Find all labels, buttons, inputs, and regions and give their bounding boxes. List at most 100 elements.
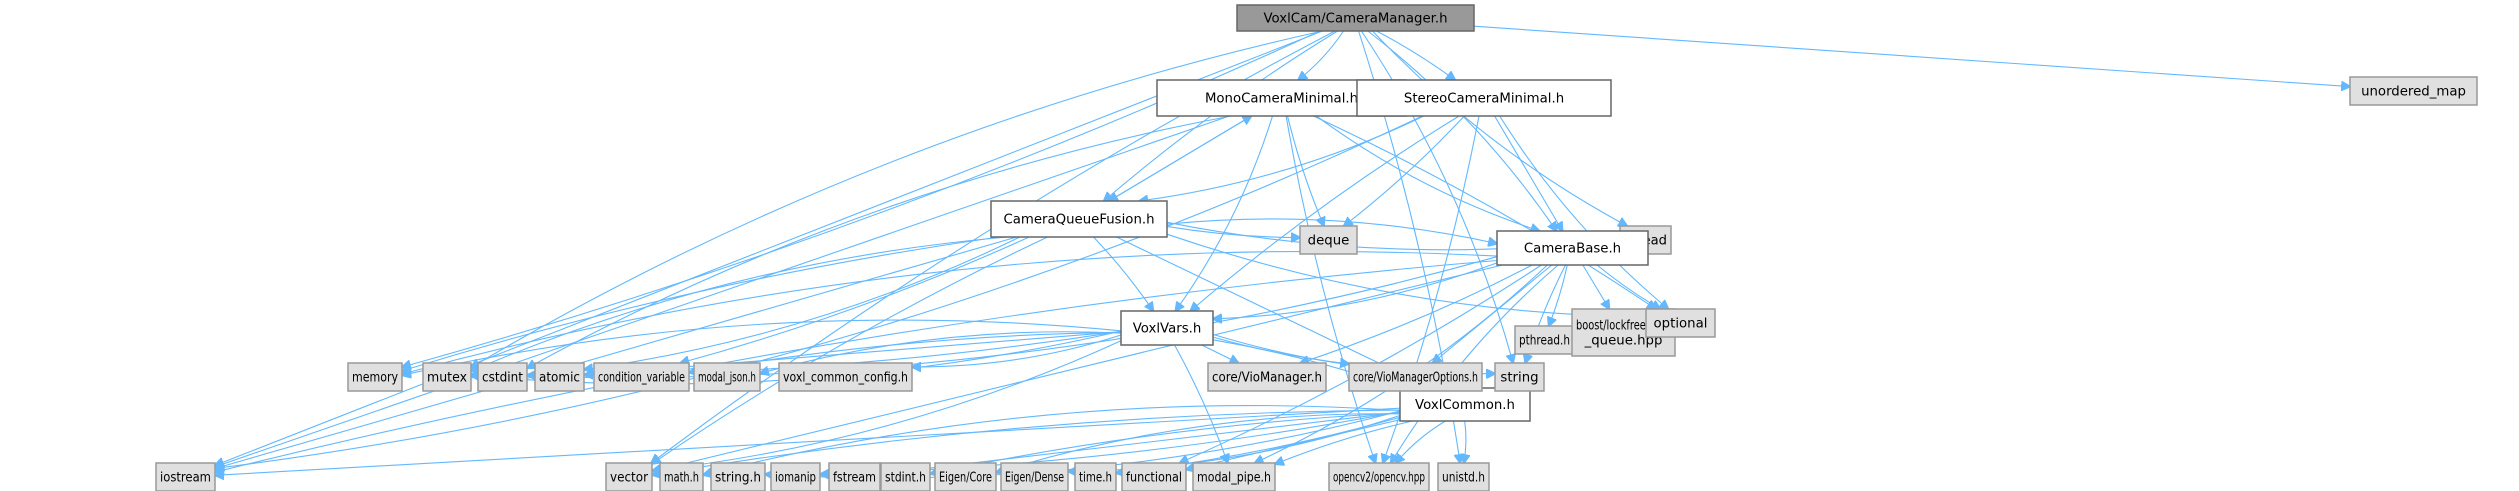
- node-pthread: pthread.h: [1514, 325, 1575, 355]
- node-box: [1348, 362, 1483, 392]
- node-label: modal_pipe.h: [1197, 471, 1271, 486]
- node-box: [770, 462, 821, 491]
- node-box: [1000, 462, 1069, 491]
- node-box: [934, 462, 997, 491]
- node-viomgropt: core/VioManagerOptions.h: [1348, 362, 1483, 392]
- edge-mono-to-deque: [1286, 115, 1324, 226]
- node-label: CameraQueueFusion.h: [1003, 213, 1154, 228]
- node-camerabase[interactable]: CameraBase.h: [1496, 230, 1649, 266]
- node-box: [477, 362, 528, 392]
- node-stereo[interactable]: StereoCameraMinimal.h: [1356, 79, 1612, 117]
- node-box: [1494, 362, 1545, 392]
- node-unordered-map: unordered_map: [2349, 76, 2478, 106]
- edge-cqf-to-iostream: [215, 236, 1017, 469]
- edge-mono-to-opencv: [1285, 115, 1375, 463]
- node-box: [778, 362, 913, 392]
- node-box: [659, 462, 704, 491]
- edge-stereo-to-iostream: [215, 115, 1423, 468]
- node-string: string: [1494, 362, 1545, 392]
- node-condvar: condition_variable: [593, 362, 690, 392]
- node-label: opencv2/opencv.hpp: [1333, 471, 1425, 486]
- node-voxlcommon[interactable]: VoxlCommon.h: [1399, 387, 1531, 422]
- node-box: [1496, 230, 1649, 266]
- node-mutex: mutex: [422, 362, 472, 392]
- edge-voxlcommon-to-opencv: [1396, 420, 1446, 463]
- node-label: Eigen/Dense: [1005, 471, 1064, 486]
- node-box: [1328, 462, 1430, 491]
- node-box: [1236, 4, 1475, 32]
- node-label: VoxlCommon.h: [1415, 398, 1515, 413]
- edge-stereo-to-deque: [1344, 115, 1465, 226]
- node-viomgr: core/VioManager.h: [1207, 362, 1327, 392]
- node-modal-json: modal_json.h: [693, 362, 761, 392]
- node-box: [1399, 387, 1531, 422]
- edge-cqf-to-camerabase: [1166, 218, 1497, 244]
- edge-camerabase-to-vector: [652, 264, 1503, 471]
- node-voxlvars[interactable]: VoxlVars.h: [1120, 310, 1214, 346]
- node-label: memory: [352, 371, 398, 386]
- edge-camerabase-to-opencv: [1391, 264, 1559, 463]
- edge-camerabase-to-voxlvars: [1213, 262, 1498, 319]
- node-label: string.h: [715, 471, 761, 486]
- node-box: [1207, 362, 1327, 392]
- node-optional: optional: [1645, 308, 1716, 338]
- node-eigen-core: Eigen/Core: [934, 462, 997, 491]
- node-label: core/VioManagerOptions.h: [1353, 371, 1478, 386]
- node-label: math.h: [664, 471, 699, 486]
- node-label: mutex: [427, 371, 467, 386]
- node-box: [990, 200, 1168, 238]
- edge-root-to-camerabase: [1367, 30, 1557, 231]
- edge-cqf-to-deque: [1166, 225, 1300, 237]
- node-string-h: string.h: [710, 462, 766, 491]
- node-box: [1437, 462, 1490, 491]
- node-root[interactable]: VoxlCam/CameraManager.h: [1236, 4, 1475, 32]
- node-iostream: iostream: [155, 462, 216, 491]
- edge-cqf-to-mutex: [471, 236, 1008, 371]
- node-label: vector: [610, 471, 648, 486]
- edge-root-to-thread: [1372, 30, 1628, 226]
- edge-camerabase-to-memory: [402, 250, 1498, 374]
- edge-voxlcommon-to-math: [703, 405, 1401, 475]
- node-box: [828, 462, 881, 491]
- node-functional: functional: [1121, 462, 1187, 491]
- edge-voxlcommon-to-stdint: [930, 412, 1401, 474]
- edge-cqf-to-mono: [1108, 116, 1251, 202]
- edge-mono-to-voxlvars: [1176, 115, 1274, 311]
- node-box: [1299, 225, 1358, 255]
- node-box: [693, 362, 761, 392]
- edge-camerabase-to-optional: [1596, 264, 1660, 309]
- node-cqf[interactable]: CameraQueueFusion.h: [990, 200, 1168, 238]
- node-vector: vector: [605, 462, 653, 491]
- edge-root-to-string: [1360, 30, 1513, 363]
- edge-camerabase-to-iostream: [215, 259, 1498, 473]
- edge-cqf-to-voxlvars: [1093, 236, 1154, 311]
- edge-cqf-to-atomic: [584, 236, 1021, 370]
- edge-cqf-to-vector: [652, 236, 1048, 464]
- node-label: cstdint: [482, 371, 523, 386]
- node-time: time.h: [1074, 462, 1117, 491]
- node-label: deque: [1308, 234, 1350, 249]
- node-stdint: stdint.h: [880, 462, 931, 491]
- node-label: MonoCameraMinimal.h: [1205, 92, 1358, 107]
- node-box: [1192, 462, 1276, 491]
- edge-voxlvars-to-voxl_cfg: [912, 334, 1122, 367]
- edge-voxlcommon-to-unistd: [1464, 420, 1466, 463]
- node-iomanip: iomanip: [770, 462, 821, 491]
- node-fstream: fstream: [828, 462, 881, 491]
- edge-root-to-unordered_map: [1473, 25, 2350, 86]
- edge-voxlvars-to-modal_json: [760, 331, 1122, 374]
- edge-mono-to-iostream: [215, 115, 1230, 467]
- node-label: atomic: [539, 371, 580, 386]
- edge-voxlvars-to-viomgropt: [1212, 336, 1349, 364]
- edge-voxlvars-to-viomgr: [1201, 344, 1239, 363]
- node-box: [155, 462, 216, 491]
- node-voxl-cfg: voxl_common_config.h: [778, 362, 913, 392]
- node-box: [1645, 308, 1716, 338]
- node-label: modal_json.h: [698, 371, 756, 386]
- node-box: [1356, 79, 1612, 117]
- node-label: unistd.h: [1442, 471, 1485, 486]
- node-cstdint: cstdint: [477, 362, 528, 392]
- node-label: StereoCameraMinimal.h: [1404, 92, 1564, 107]
- edge-mono-to-optional: [1313, 115, 1655, 309]
- edge-root-to-mono: [1298, 30, 1344, 80]
